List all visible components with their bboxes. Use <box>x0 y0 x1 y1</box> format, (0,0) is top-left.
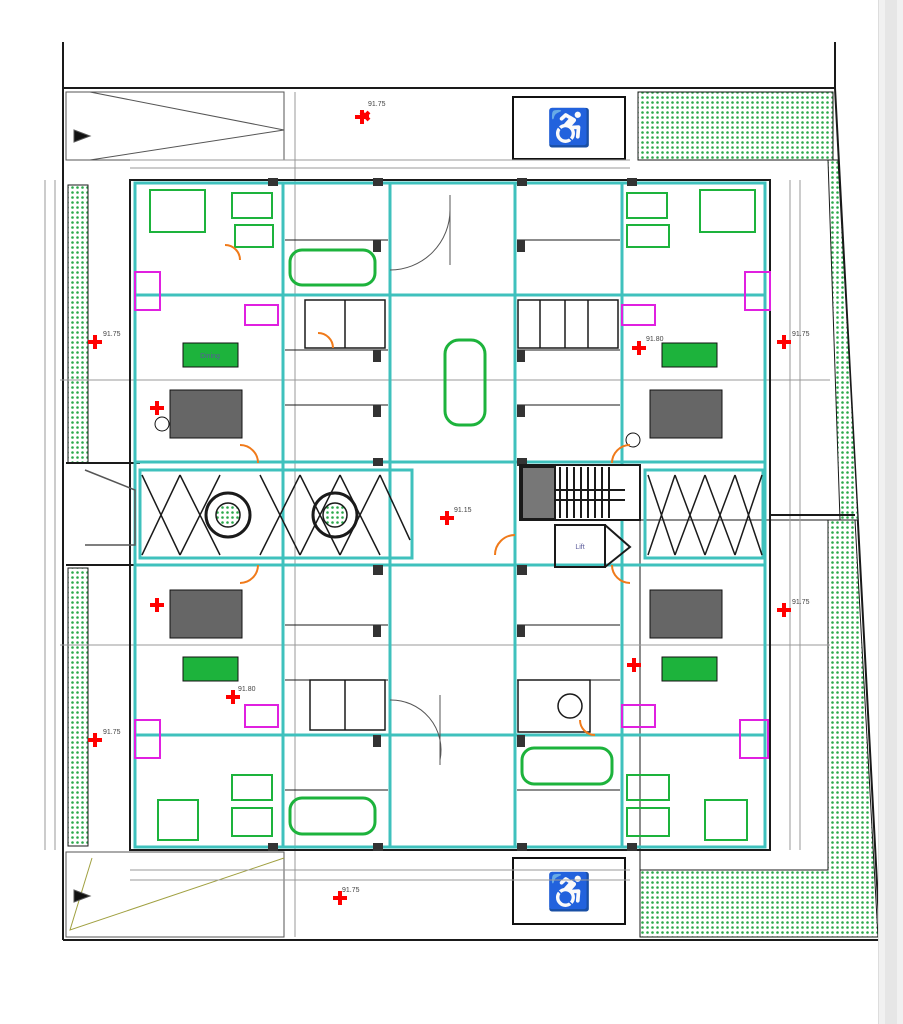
vertical-scrollbar[interactable] <box>878 0 903 1024</box>
elevation-label: 91.80 <box>646 336 664 343</box>
elevation-label: 91.80 <box>238 686 256 693</box>
lift-label: Lift <box>575 544 584 551</box>
columns <box>268 178 637 851</box>
apartment-unit-nw <box>134 189 279 439</box>
landscape-areas <box>67 91 879 938</box>
elevation-label: 91.75 <box>792 331 810 338</box>
elevation-label: 91.15 <box>454 507 472 514</box>
elevation-label: 91.75 <box>342 887 360 894</box>
door-swings <box>224 244 631 736</box>
car-icon <box>288 248 614 836</box>
elevation-label: 91.75 <box>103 729 121 736</box>
elevation-label: 91.75 <box>368 101 386 108</box>
elevation-markers <box>88 110 791 905</box>
apartment-unit-ne <box>621 189 771 448</box>
storage-rooms <box>304 299 619 733</box>
dining-label: Dining <box>200 353 220 360</box>
floor-plan: ♿ ♿ <box>44 42 880 941</box>
dimension-lines <box>44 92 830 937</box>
building-walls <box>66 179 855 851</box>
apartment-unit-sw <box>134 589 279 841</box>
elevation-label: 91.75 <box>792 599 810 606</box>
accessible-parking-bottom: ♿ <box>512 857 626 925</box>
scrollbar-thumb[interactable] <box>885 0 897 1024</box>
svg-text:♿: ♿ <box>547 871 592 912</box>
stair-core <box>519 464 641 568</box>
apartment-unit-se <box>621 589 769 841</box>
elevation-label: 91.75 <box>103 331 121 338</box>
svg-text:♿: ♿ <box>547 107 592 148</box>
lobby-bridge <box>84 469 763 556</box>
accessible-parking-top: ♿ <box>512 96 626 160</box>
